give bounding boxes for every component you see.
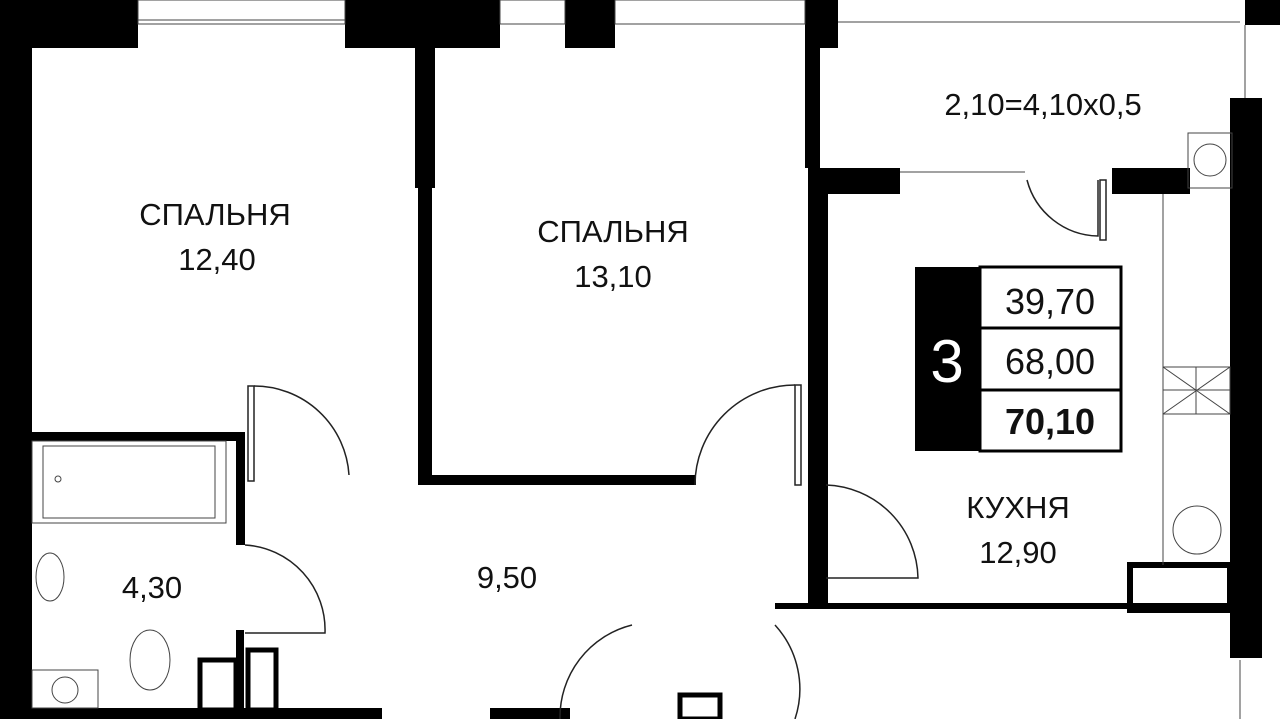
living-area: 39,70 xyxy=(1005,281,1095,322)
balcony-area: 2,10=4,10x0,5 xyxy=(944,87,1141,122)
room-area: 12,40 xyxy=(178,242,256,277)
washing-machine-icon xyxy=(31,669,99,709)
toilet-icon xyxy=(129,629,171,691)
boiler-icon xyxy=(1187,132,1233,189)
room-name: СПАЛЬНЯ xyxy=(139,197,291,232)
room-bedroom-1: СПАЛЬНЯ 12,40 xyxy=(139,197,291,277)
windows xyxy=(137,0,1246,719)
room-name: СПАЛЬНЯ xyxy=(537,214,689,249)
room-area: 4,30 xyxy=(122,570,182,605)
room-bathroom: 4,30 xyxy=(122,570,182,605)
doors xyxy=(197,179,1107,719)
room-area: 13,10 xyxy=(574,259,652,294)
area-summary-box: 3 39,70 68,00 70,10 xyxy=(915,265,1123,453)
total-area: 68,00 xyxy=(1005,341,1095,382)
sink-icon xyxy=(35,552,65,602)
room-area: 12,90 xyxy=(979,535,1057,570)
total-with-balcony: 70,10 xyxy=(1005,401,1095,442)
fixtures xyxy=(31,132,1233,709)
rooms-count: 3 xyxy=(930,328,963,395)
bathtub-icon xyxy=(31,440,227,524)
room-name: КУХНЯ xyxy=(966,490,1070,525)
kitchen-sink-icon xyxy=(1172,505,1222,555)
room-bedroom-2: СПАЛЬНЯ 13,10 xyxy=(537,214,689,294)
room-kitchen: КУХНЯ 12,90 xyxy=(966,490,1070,570)
room-hallway: 9,50 xyxy=(477,560,537,595)
room-area: 9,50 xyxy=(477,560,537,595)
